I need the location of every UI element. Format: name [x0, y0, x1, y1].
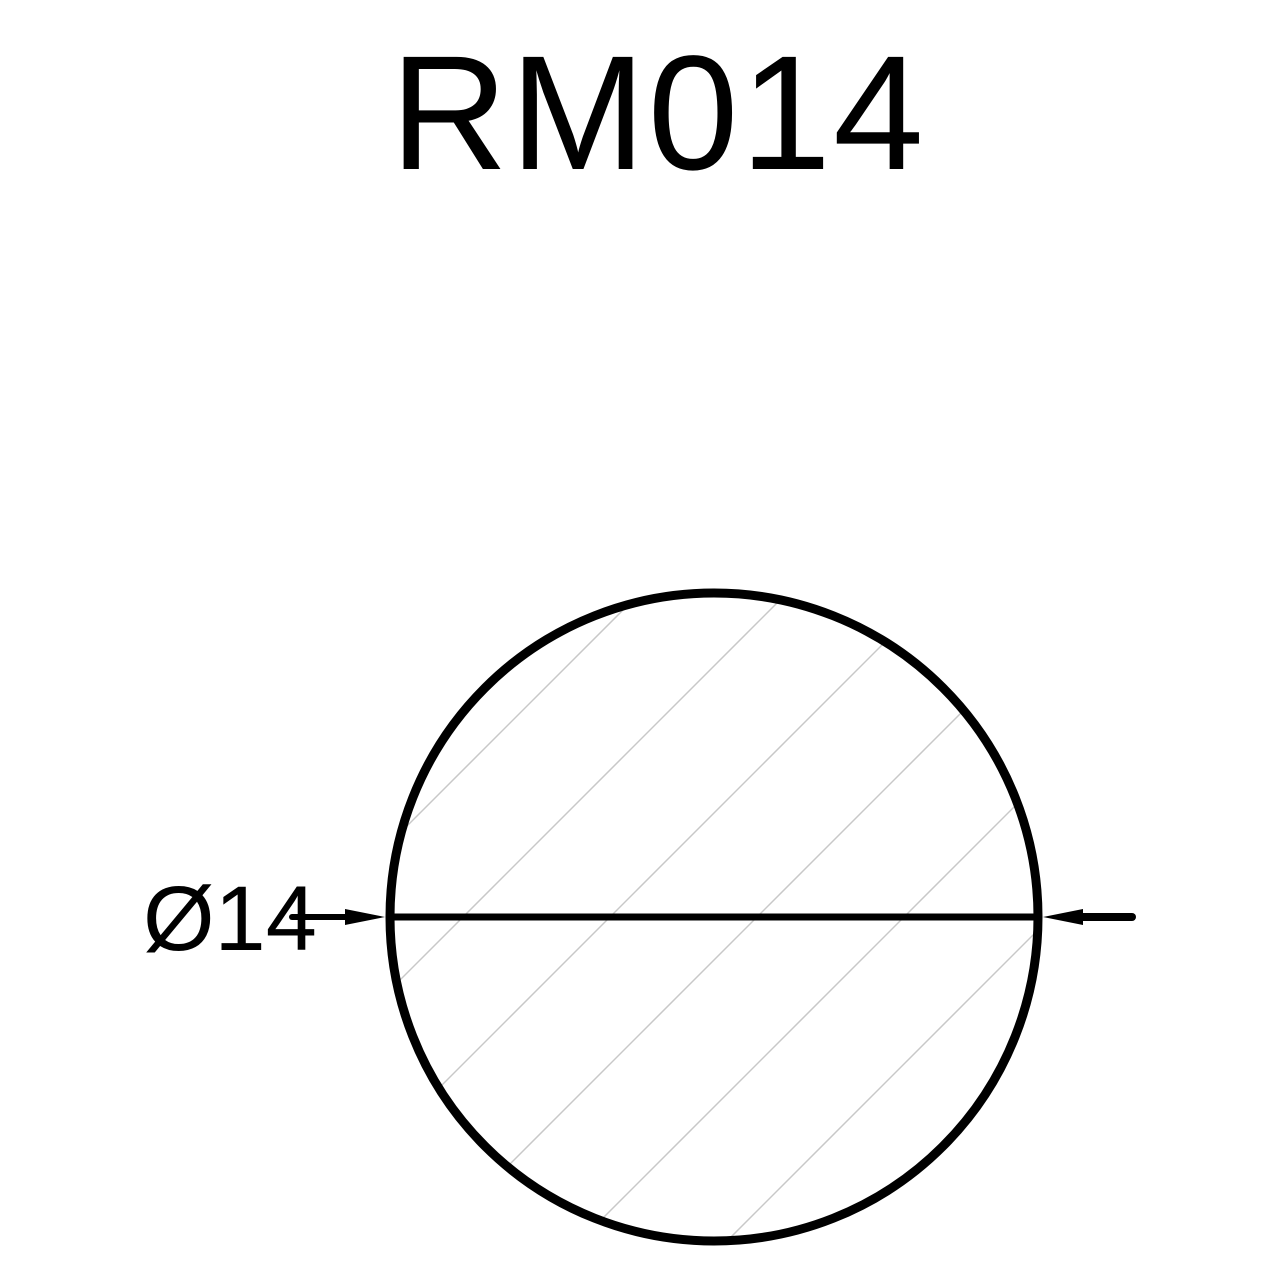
dimension-arrow-right: [1043, 909, 1136, 925]
diameter-dimension-label: Ø14: [143, 868, 317, 970]
dimension-arrow-left: [289, 909, 385, 925]
part-number: RM014: [390, 21, 926, 204]
part-title: RM014: [0, 18, 1280, 208]
